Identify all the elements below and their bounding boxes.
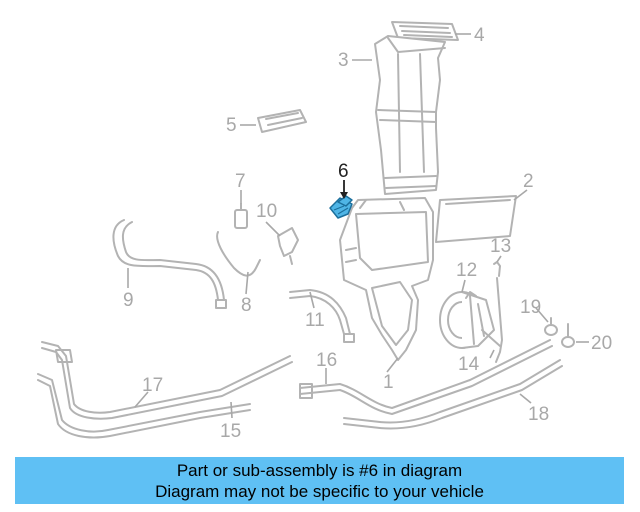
callout-20: 20 xyxy=(591,333,612,354)
callout-11: 11 xyxy=(305,310,325,331)
part-6-actuator-highlighted xyxy=(329,195,353,219)
callout-13: 13 xyxy=(490,236,511,257)
callout-12: 12 xyxy=(456,260,477,281)
callout-4: 4 xyxy=(474,25,485,46)
banner-line-2: Diagram may not be specific to your vehi… xyxy=(155,482,484,501)
part-8-pipe xyxy=(216,231,261,277)
part-5-small-vent xyxy=(257,109,307,133)
part-9-hose xyxy=(112,219,227,309)
part-19-fastener xyxy=(544,317,558,336)
part-18-line xyxy=(343,359,563,430)
part-4-vent-grille xyxy=(391,21,459,41)
callout-16: 16 xyxy=(316,350,337,371)
callout-18: 18 xyxy=(528,404,549,425)
part-12-blower-motor xyxy=(439,291,495,349)
part-14-bracket xyxy=(481,329,501,347)
callout-9: 9 xyxy=(123,290,134,311)
parts-diagram: 1 2 3 4 5 6 7 8 9 10 11 12 13 14 15 16 1… xyxy=(37,21,612,442)
callout-15: 15 xyxy=(220,421,241,442)
info-banner: Part or sub-assembly is #6 in diagram Di… xyxy=(15,457,624,504)
callout-8: 8 xyxy=(241,295,252,316)
callout-19: 19 xyxy=(520,297,541,318)
part-11-hose xyxy=(289,289,355,343)
part-10-connector xyxy=(277,227,299,265)
callout-6-highlighted: 6 xyxy=(338,161,349,182)
part-17-line xyxy=(41,341,293,420)
banner-line-1: Part or sub-assembly is #6 in diagram xyxy=(176,461,463,480)
callout-numbers: 1 2 3 4 5 6 7 8 9 10 11 12 13 14 15 16 1… xyxy=(123,25,612,442)
part-7-sensor xyxy=(234,203,248,229)
callout-leaders xyxy=(127,33,589,419)
part-20-fastener xyxy=(561,323,575,348)
part-2-filter-panel xyxy=(435,195,517,243)
callout-10: 10 xyxy=(256,201,277,222)
callout-3: 3 xyxy=(338,50,349,71)
part-15-line xyxy=(37,373,251,439)
part-3-air-duct xyxy=(374,35,446,195)
part-13-rod xyxy=(493,261,503,363)
callout-1: 1 xyxy=(383,372,394,393)
part-1-heater-housing xyxy=(339,197,434,361)
callout-5: 5 xyxy=(226,115,237,136)
callout-17: 17 xyxy=(142,375,163,396)
callout-14: 14 xyxy=(458,354,480,375)
callout-2: 2 xyxy=(523,171,534,192)
part-16-line xyxy=(299,339,553,415)
callout-7: 7 xyxy=(235,171,246,192)
